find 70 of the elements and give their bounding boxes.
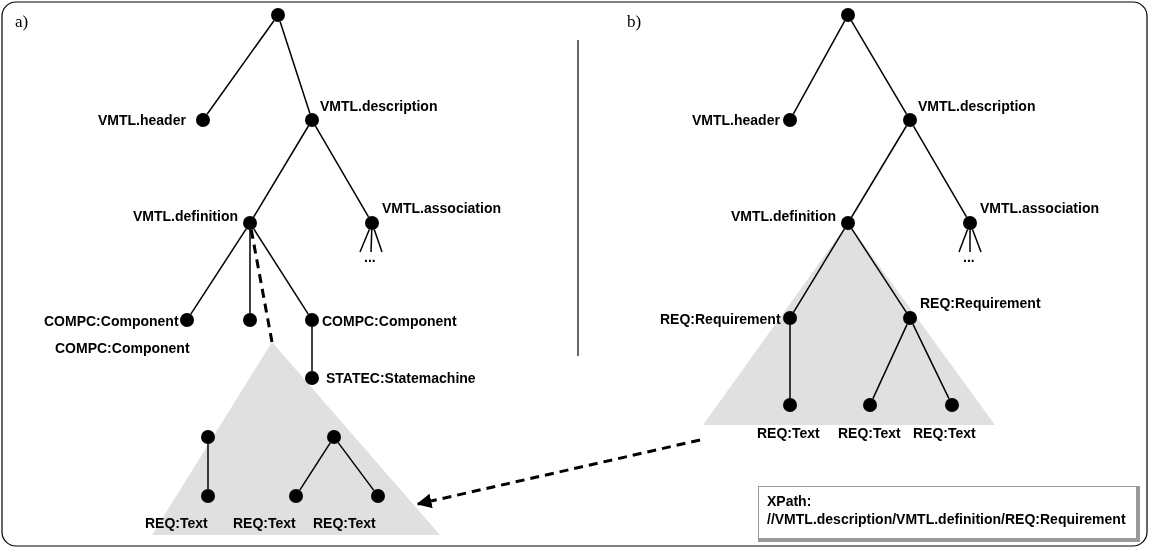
tree-edge bbox=[789, 324, 791, 399]
tree-edge bbox=[792, 228, 846, 313]
tree-node-dot bbox=[841, 216, 855, 230]
tree-node-dot bbox=[841, 8, 855, 22]
node-label: COMPC:Component bbox=[55, 340, 190, 356]
node-label: VMTL.association bbox=[382, 200, 502, 216]
node-label: REQ:Text bbox=[145, 515, 208, 531]
node-label: VMTL.description bbox=[320, 98, 438, 114]
tree-node-dot bbox=[305, 113, 319, 127]
tree-edge bbox=[969, 229, 971, 253]
node-label: REQ:Requirement bbox=[660, 311, 781, 327]
node-label: STATEC:Statemachine bbox=[326, 370, 476, 386]
tree-node-dot bbox=[963, 216, 977, 230]
node-label: REQ:Text bbox=[838, 425, 901, 441]
xpath-note: XPath: //VMTL.description/VMTL.definition/REQ:Requirement bbox=[758, 486, 1140, 542]
tree-edge bbox=[279, 20, 311, 115]
node-label: REQ:Text bbox=[913, 425, 976, 441]
node-label: VMTL.header bbox=[98, 112, 186, 128]
arrow bbox=[416, 438, 701, 509]
node-label: VMTL.description bbox=[918, 98, 1036, 114]
node-label: VMTL.header bbox=[692, 112, 780, 128]
tree-edge bbox=[370, 229, 373, 253]
tree-edge bbox=[850, 125, 908, 218]
tree-edge bbox=[190, 228, 247, 315]
tree-edge bbox=[249, 229, 251, 314]
tree-edge bbox=[792, 20, 846, 115]
tree-edge bbox=[253, 228, 309, 315]
node-label: COMPC:Component bbox=[322, 313, 457, 329]
node-label: VMTL.definition bbox=[731, 208, 836, 224]
node-label: VMTL.association bbox=[980, 200, 1100, 216]
tree-edge bbox=[206, 19, 275, 116]
dashed-line bbox=[249, 229, 274, 343]
tree-node-dot bbox=[305, 371, 319, 385]
tree-edge bbox=[872, 323, 908, 400]
tree-edge bbox=[912, 323, 950, 400]
tree-edge bbox=[912, 125, 968, 218]
tree-node-dot bbox=[180, 313, 194, 327]
tree-node-dot bbox=[243, 216, 257, 230]
node-label: REQ:Text bbox=[313, 515, 376, 531]
node-label: REQ:Text bbox=[233, 515, 296, 531]
tree-node-dot bbox=[783, 113, 797, 127]
panel-letter: b) bbox=[627, 12, 642, 32]
panel-letter: a) bbox=[15, 12, 29, 32]
ellipsis: ... bbox=[364, 252, 376, 262]
tree-node-dot bbox=[201, 430, 215, 444]
tree-node-dot bbox=[271, 8, 285, 22]
tree-edge bbox=[337, 441, 375, 492]
tree-node-dot bbox=[196, 113, 210, 127]
node-label: REQ:Text bbox=[757, 425, 820, 441]
tree-edge bbox=[958, 228, 969, 253]
tree-edge bbox=[299, 442, 331, 491]
tree-edge bbox=[850, 20, 908, 115]
tree-edge bbox=[971, 228, 982, 253]
tree-edge bbox=[311, 326, 313, 372]
tree-node-dot bbox=[243, 313, 257, 327]
tree-edge bbox=[373, 228, 383, 253]
ellipsis: ... bbox=[963, 252, 975, 262]
node-label: VMTL.definition bbox=[133, 208, 238, 224]
tree-node-dot bbox=[365, 216, 379, 230]
tree-edge bbox=[207, 443, 209, 490]
tree-edge bbox=[851, 228, 907, 313]
tree-edge bbox=[314, 125, 370, 218]
tree-node-dot bbox=[903, 311, 917, 325]
tree-node-dot bbox=[305, 313, 319, 327]
tree-node-dot bbox=[783, 311, 797, 325]
tree-edge bbox=[252, 125, 310, 218]
node-label: COMPC:Component bbox=[44, 313, 179, 329]
tree-node-dot bbox=[903, 113, 917, 127]
node-label: REQ:Requirement bbox=[920, 295, 1041, 311]
tree-edge bbox=[359, 228, 371, 253]
